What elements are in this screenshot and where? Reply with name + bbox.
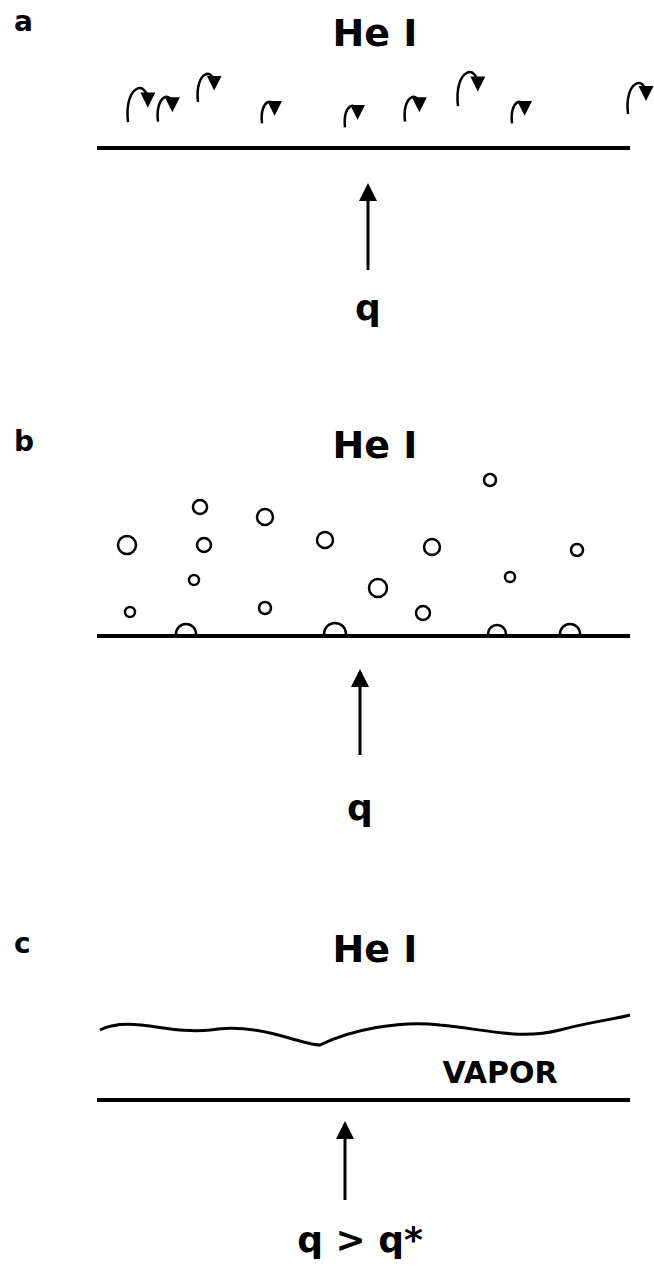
bubble	[189, 575, 199, 585]
bubble	[259, 602, 271, 614]
fluid-label: He I	[333, 14, 418, 52]
panel-letter: b	[14, 428, 34, 456]
bubble	[125, 607, 135, 617]
bubble	[505, 572, 515, 582]
eddy-arrow	[345, 106, 358, 128]
eddy-arrow	[158, 97, 173, 122]
vapor-film-interface	[100, 1015, 630, 1045]
eddy-arrow	[198, 74, 215, 102]
panel-letter: c	[14, 930, 31, 958]
convection-eddies	[127, 72, 646, 127]
bubble	[571, 544, 583, 556]
nucleating-bubble	[560, 624, 580, 634]
panel-letter: a	[14, 8, 33, 36]
heat-flux-label: q > q*	[297, 1222, 423, 1258]
heat-flux-arrow	[359, 672, 362, 755]
nucleating-bubble	[176, 624, 196, 634]
heat-flux-arrow	[367, 186, 370, 270]
vapor-bubbles	[118, 474, 583, 634]
eddy-arrow	[628, 83, 646, 114]
eddy-arrow	[512, 102, 525, 124]
heated-surface	[97, 146, 630, 150]
nucleating-bubble	[488, 625, 506, 634]
film-label: VAPOR	[443, 1058, 558, 1088]
bubble	[197, 538, 211, 552]
fluid-label: He I	[333, 930, 418, 968]
heated-surface	[97, 1098, 630, 1102]
nucleating-bubble	[324, 623, 346, 634]
bubble	[484, 474, 496, 486]
bubble	[424, 539, 440, 555]
heat-flux-label: q	[355, 290, 381, 326]
heated-surface	[97, 634, 630, 638]
eddy-arrow	[405, 97, 420, 122]
heat-flux-label: q	[347, 790, 373, 826]
fluid-label: He I	[333, 426, 418, 464]
eddy-arrow	[127, 88, 147, 122]
eddy-arrow	[457, 72, 477, 106]
bubble	[369, 579, 387, 597]
bubble	[416, 606, 430, 620]
heat-flux-arrow	[344, 1124, 347, 1200]
bubble	[257, 509, 273, 525]
eddy-arrow	[262, 102, 275, 124]
bubble	[193, 500, 207, 514]
bubble	[118, 536, 136, 554]
bubble	[317, 532, 333, 548]
